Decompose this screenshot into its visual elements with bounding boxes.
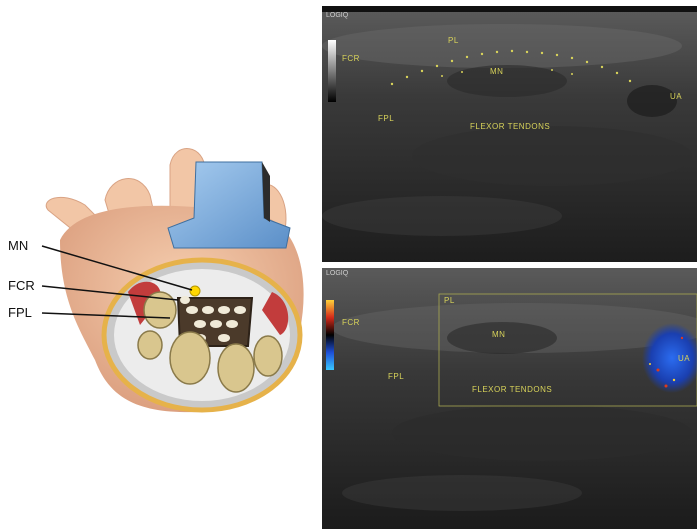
us-label-fpl-bottom: FPL: [388, 372, 404, 381]
median-nerve-marker: [190, 286, 200, 296]
us-label-pl-bottom: PL: [444, 296, 455, 305]
label-mn: MN: [8, 238, 28, 253]
logo-text-bottom: LOGIQ: [326, 270, 348, 277]
label-fpl: FPL: [8, 305, 32, 320]
us-label-mn-bottom: MN: [492, 330, 505, 339]
us-label-fcr-top: FCR: [342, 54, 360, 63]
logo-text-top: LOGIQ: [326, 12, 348, 19]
us-label-pl-top: PL: [448, 36, 459, 45]
label-fcr: FCR: [8, 278, 35, 293]
us-label-ua-top: UA: [670, 92, 682, 101]
us-label-flexor-tendons-bottom: FLEXOR TENDONS: [472, 385, 552, 394]
ultrasound-texture-bottom: [322, 268, 697, 529]
us-label-mn-top: MN: [490, 67, 503, 76]
fcr-tendon: [180, 296, 190, 304]
ultrasound-image-bottom: LOGIQ PL MN FCR FPL UA FLEXOR TENDONS: [322, 268, 697, 529]
us-label-fcr-bottom: FCR: [342, 318, 360, 327]
us-label-fpl-top: FPL: [378, 114, 394, 123]
ultrasound-texture-top: [322, 6, 697, 262]
us-label-ua-bottom: UA: [678, 354, 690, 363]
us-label-flexor-tendons-top: FLEXOR TENDONS: [470, 122, 550, 131]
wrist-cross-section-illustration: [0, 0, 320, 529]
ultrasound-image-top: LOGIQ PL MN FCR FPL UA FLEXOR TENDONS: [322, 6, 697, 262]
